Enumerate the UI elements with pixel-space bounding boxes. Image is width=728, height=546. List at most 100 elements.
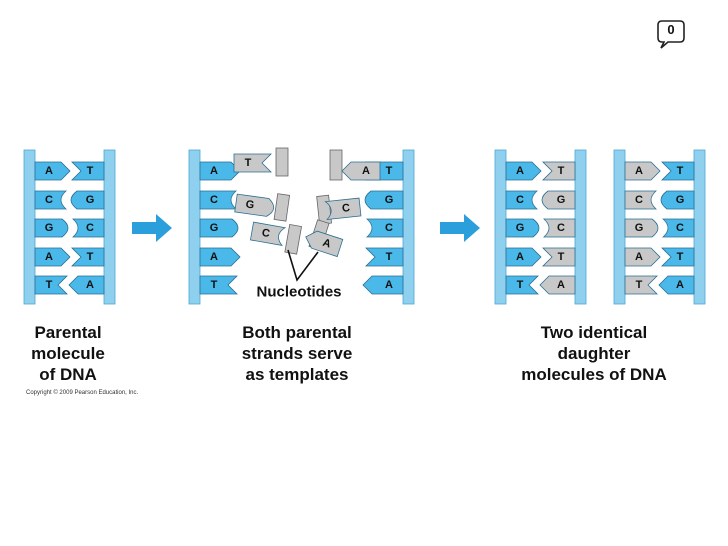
base-shape <box>624 247 661 267</box>
sugar-phosphate-backbone <box>574 149 587 305</box>
base-shape <box>34 218 69 238</box>
base-letter: T <box>558 165 565 177</box>
base-letter: A <box>635 165 643 177</box>
templates-caption-line-3: as templates <box>245 365 349 384</box>
base-shape <box>199 190 238 210</box>
base-letter: C <box>676 222 684 234</box>
base-shape <box>71 161 105 181</box>
nucleotide-base: A <box>305 230 344 258</box>
base-letter: C <box>516 194 524 206</box>
nucleotide-base: A <box>624 247 661 267</box>
base-shape <box>34 161 71 181</box>
base-letter: C <box>635 194 643 206</box>
nucleotide-base: T <box>542 247 576 267</box>
base-shape <box>505 247 542 267</box>
base-shape <box>70 190 105 210</box>
nucleotide-base: T <box>34 275 68 295</box>
free-nucleotide: C <box>249 221 302 255</box>
base-letter: T <box>386 251 393 263</box>
base-letter: A <box>321 237 332 251</box>
sugar-phosphate-backbone <box>188 149 201 305</box>
copyright-notice: Copyright © 2009 Pearson Education, Inc. <box>26 390 139 396</box>
arrow-shaft <box>132 222 158 234</box>
nucleotides-label: Nucleotides <box>256 284 341 301</box>
base-letter: G <box>245 198 255 211</box>
base-shape <box>233 153 272 173</box>
nucleotide-base: T <box>233 153 272 173</box>
base-shape <box>624 218 659 238</box>
free-nucleotide: A <box>329 149 381 181</box>
parental-caption: Parental molecule of DNA <box>18 322 118 385</box>
base-shape <box>539 275 576 295</box>
base-shape <box>362 275 404 295</box>
daughters-caption-line-1: Two identical <box>540 323 648 342</box>
base-letter: T <box>46 279 53 291</box>
free-nucleotide: G <box>234 193 291 222</box>
daughters-caption-line-3: molecules of DNA <box>521 365 667 384</box>
base-shape <box>624 275 658 295</box>
base-shape <box>661 218 695 238</box>
base-letter: A <box>385 279 393 291</box>
base-letter: G <box>557 194 566 206</box>
nucleotide-base: G <box>34 218 69 238</box>
base-shape <box>234 193 275 217</box>
templates-caption: Both parental strands serve as templates <box>218 322 376 385</box>
base-letter: T <box>677 165 684 177</box>
base-shape <box>505 218 540 238</box>
base-shape <box>34 190 68 210</box>
base-letter: T <box>211 279 218 291</box>
nucleotide-base: A <box>624 161 661 181</box>
base-shape <box>71 218 105 238</box>
base-letter: G <box>86 194 95 206</box>
base-shape <box>542 218 576 238</box>
base-letter: G <box>516 222 525 234</box>
base-letter: A <box>362 165 370 177</box>
base-letter: T <box>677 251 684 263</box>
nucleotide-base: T <box>71 161 105 181</box>
base-shape <box>34 275 68 295</box>
base-letter: T <box>87 251 94 263</box>
base-shape <box>624 161 661 181</box>
base-shape <box>542 247 576 267</box>
nucleotide-backbone-piece <box>273 193 291 222</box>
base-shape <box>658 275 695 295</box>
sugar-phosphate-backbone <box>23 149 36 305</box>
base-letter: T <box>517 279 524 291</box>
nucleotide-base: A <box>362 275 404 295</box>
base-letter: G <box>210 222 219 234</box>
base-shape <box>305 230 344 258</box>
arrow-head <box>464 214 480 242</box>
daughters-caption: Two identical daughter molecules of DNA <box>500 322 688 385</box>
base-letter: A <box>676 279 684 291</box>
base-shape <box>505 275 539 295</box>
base-letter: A <box>516 251 524 263</box>
base-letter: A <box>45 165 53 177</box>
base-letter: T <box>386 165 393 177</box>
nucleotide-base: T <box>542 161 576 181</box>
nucleotide-base: C <box>199 190 238 210</box>
daughters-caption-line-2: daughter <box>557 344 631 363</box>
base-shape <box>365 218 404 238</box>
base-shape <box>68 275 105 295</box>
nucleotide-base: A <box>658 275 695 295</box>
free-nucleotide: A <box>305 219 344 258</box>
templates-caption-line-1: Both parental <box>242 323 352 342</box>
base-letter: C <box>261 227 271 240</box>
base-shape <box>199 218 239 238</box>
nucleotide-base: A <box>199 247 241 267</box>
free-nucleotide: T <box>233 147 289 177</box>
nucleotide-backbone-piece <box>275 147 289 177</box>
base-letter: A <box>210 165 218 177</box>
base-shape <box>249 221 287 246</box>
nucleotide-base: T <box>365 247 404 267</box>
nucleotide-base: C <box>542 218 576 238</box>
base-letter: A <box>45 251 53 263</box>
comment-badge-icon[interactable] <box>656 18 686 50</box>
base-shape <box>364 190 404 210</box>
nucleotide-base: T <box>661 247 695 267</box>
base-letter: G <box>45 222 54 234</box>
